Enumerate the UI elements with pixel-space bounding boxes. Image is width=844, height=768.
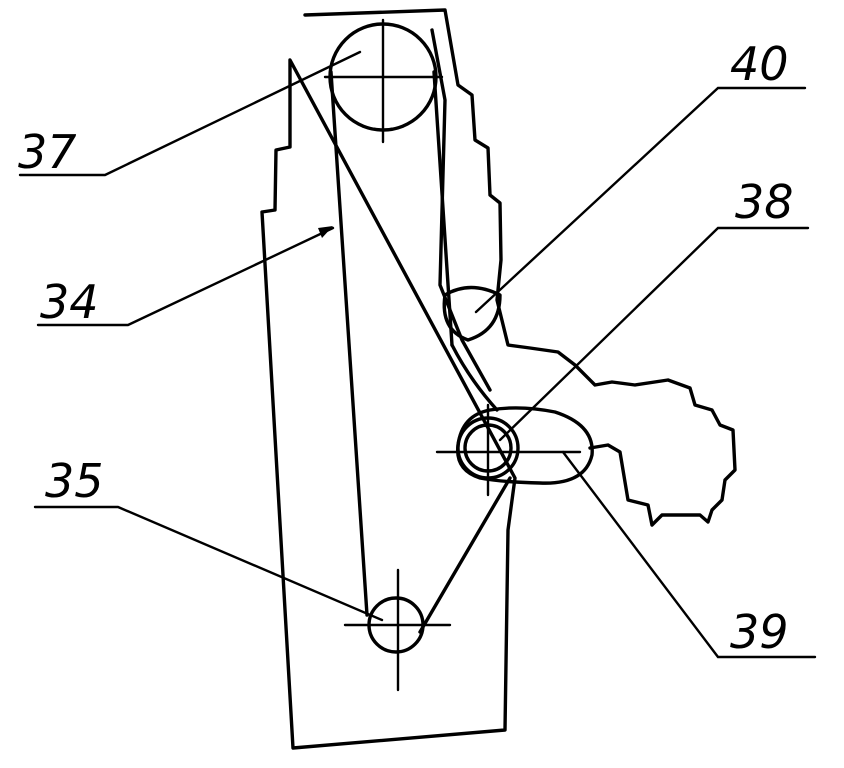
leader-35: [33, 505, 384, 622]
label-34: 34: [40, 275, 99, 329]
belt-arrow: [318, 226, 333, 238]
leader-40: [474, 86, 807, 314]
belt-right-upper-run: [432, 70, 454, 347]
belt: [329, 70, 512, 634]
label-35: 35: [45, 454, 104, 508]
leader-34: [36, 226, 335, 327]
guide: [442, 285, 502, 342]
belt-right-lower-run: [418, 476, 512, 634]
labels: 37 34 35 40 38 39: [18, 37, 794, 659]
leader-39: [561, 450, 817, 659]
upper-pulley: [323, 18, 444, 144]
leader-38: [498, 226, 810, 442]
idler-assembly: [435, 403, 594, 497]
label-37: 37: [18, 125, 77, 179]
label-39: 39: [730, 605, 789, 659]
leader-lines: [18, 50, 817, 659]
belt-left-run: [329, 70, 369, 617]
leader-37: [18, 50, 362, 177]
label-40: 40: [730, 37, 789, 91]
label-38: 38: [735, 175, 794, 229]
guide-outline: [442, 285, 502, 342]
housing-outline: [260, 8, 737, 750]
lower-pulley: [343, 568, 452, 692]
belt-right-mid-run: [450, 343, 499, 412]
